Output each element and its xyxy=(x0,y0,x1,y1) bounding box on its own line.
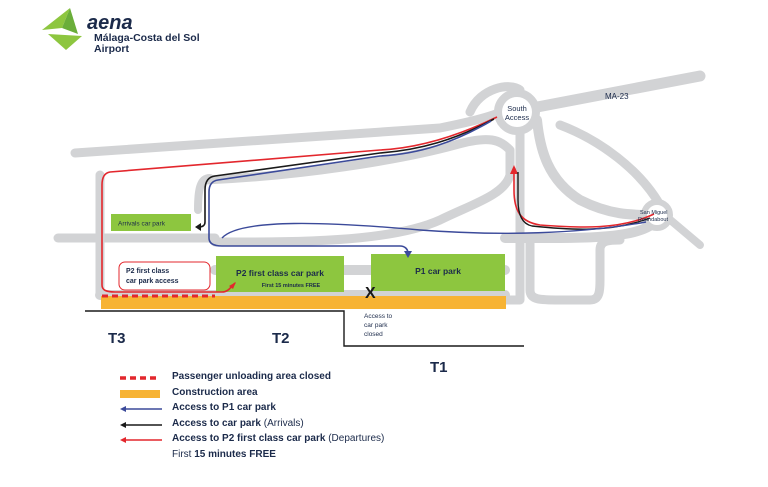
p2-free-label: First 15 minutes FREE xyxy=(262,283,321,289)
p2-first-class-car-park xyxy=(216,256,344,292)
legend-free-prefix: First xyxy=(172,448,192,460)
dashed-red-swatch xyxy=(120,376,160,380)
logo-brand: aena xyxy=(87,12,133,34)
blue-arrow-swatch xyxy=(120,406,162,412)
legend-p2-suffix: (Departures) xyxy=(328,433,385,444)
terminal-t2-label: T2 xyxy=(272,330,290,347)
ma23-label: MA-23 xyxy=(605,92,629,101)
closure-mark: X xyxy=(365,285,376,302)
aena-logo-mark xyxy=(42,8,82,50)
south-access-roundabout xyxy=(494,89,540,135)
p2-access-label-1: P2 first class xyxy=(126,268,169,275)
p2-access-label-2: car park access xyxy=(126,278,179,285)
route-p1 xyxy=(208,120,492,255)
p1-car-park-label: P1 car park xyxy=(415,266,461,276)
legend-label: Passenger unloading area closed xyxy=(172,371,331,382)
construction-swatch xyxy=(120,389,160,398)
san-miguel-label-1: San Miguel xyxy=(640,210,668,216)
black-arrow-swatch xyxy=(120,421,162,428)
aena-logo: aena Málaga-Costa del Sol Airport xyxy=(42,8,212,58)
route-p2-arrow xyxy=(229,282,236,289)
legend-free-text: First 15 minutes FREE xyxy=(172,449,276,460)
legend-label: Access to P1 car park xyxy=(172,402,276,413)
arrivals-car-park xyxy=(111,214,191,231)
route-arrivals-arrow xyxy=(195,223,201,231)
closure-label-1: Access to xyxy=(364,313,393,320)
arrivals-car-park-label: Arrivals car park xyxy=(118,221,166,228)
terminal-outline xyxy=(85,310,524,347)
logo-airport-line-1: Málaga-Costa del Sol xyxy=(94,32,200,44)
p2-car-park-label: P2 first class car park xyxy=(236,268,324,278)
route-p2-right-arrow xyxy=(510,165,518,174)
closure-label-2: car park xyxy=(364,322,388,329)
legend-label: Access to P2 first class car park (Depar… xyxy=(172,433,384,444)
closure-label-3: closed xyxy=(364,331,383,338)
legend-carpark-text: Access to car park xyxy=(172,417,261,429)
south-access-label-2: Access xyxy=(505,113,529,122)
route-p1-arrow xyxy=(404,251,412,258)
logo-airport-name: Málaga-Costa del Sol Airport xyxy=(94,33,200,55)
terminal-t1-label: T1 xyxy=(430,359,448,376)
route-p2-right xyxy=(513,170,655,228)
logo-airport-line-2: Airport xyxy=(94,43,129,55)
construction-area xyxy=(101,296,506,309)
legend-label: Construction area xyxy=(172,386,258,398)
p1-car-park xyxy=(371,254,505,291)
route-p1-inner xyxy=(221,221,647,239)
legend-label: Access to car park (Arrivals) xyxy=(172,418,304,429)
san-miguel-roundabout xyxy=(641,199,673,231)
route-p2-departures xyxy=(101,116,498,293)
terminal-t3-label: T3 xyxy=(108,330,126,347)
legend-carpark-suffix: (Arrivals) xyxy=(263,417,304,429)
legend-p2-text: Access to P2 first class car park xyxy=(172,433,326,444)
south-access-label-1: South xyxy=(507,104,527,113)
red-arrow-swatch xyxy=(120,437,162,443)
route-arrivals xyxy=(198,118,495,228)
legend-free-bold: 15 minutes FREE xyxy=(194,448,276,460)
p2-access-box xyxy=(118,261,211,291)
san-miguel-label-2: Roundabout xyxy=(638,217,668,223)
